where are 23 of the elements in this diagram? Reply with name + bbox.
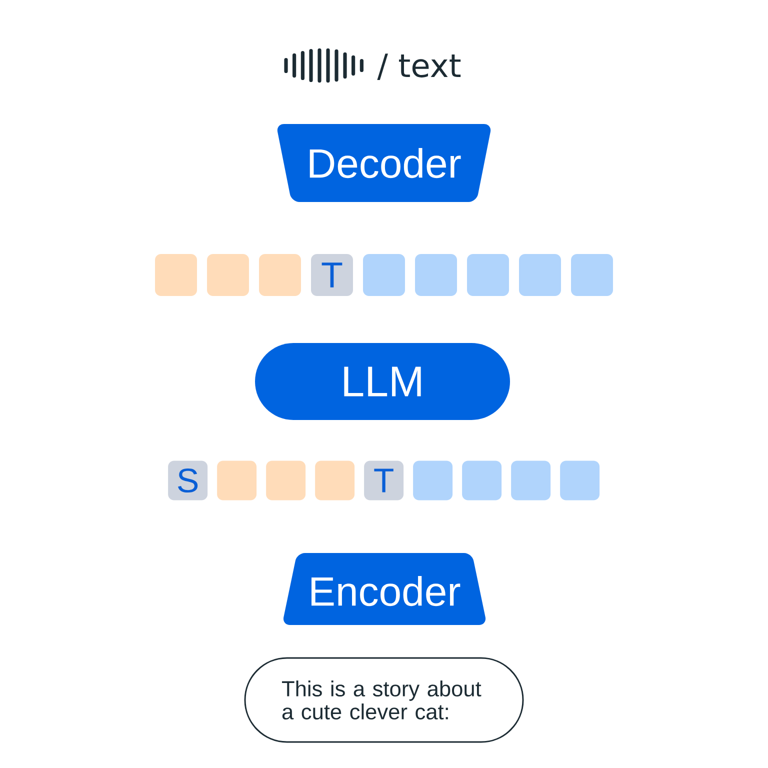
token-square — [217, 460, 257, 500]
trapezoid-block: Decoder — [277, 124, 491, 202]
token-square — [315, 460, 355, 500]
token-square: T — [311, 254, 353, 296]
token-square — [462, 460, 502, 500]
token-square — [415, 254, 457, 296]
rounded-block: LLM — [255, 343, 510, 420]
heading-text: / text — [377, 54, 461, 80]
token-square — [363, 254, 405, 296]
token-square — [467, 254, 509, 296]
token-square — [207, 254, 249, 296]
token-square — [519, 254, 561, 296]
token-square — [259, 254, 301, 296]
trapezoid-block: Encoder — [284, 553, 486, 625]
token-square — [511, 460, 551, 500]
token-square — [155, 254, 197, 296]
token-square: S — [168, 460, 208, 500]
token-square — [413, 460, 453, 500]
token-square — [571, 254, 613, 296]
prompt-box: This is a story about a cute clever cat: — [244, 657, 524, 743]
token-square — [266, 460, 306, 500]
token-square: T — [364, 460, 404, 500]
token-square — [560, 460, 600, 500]
